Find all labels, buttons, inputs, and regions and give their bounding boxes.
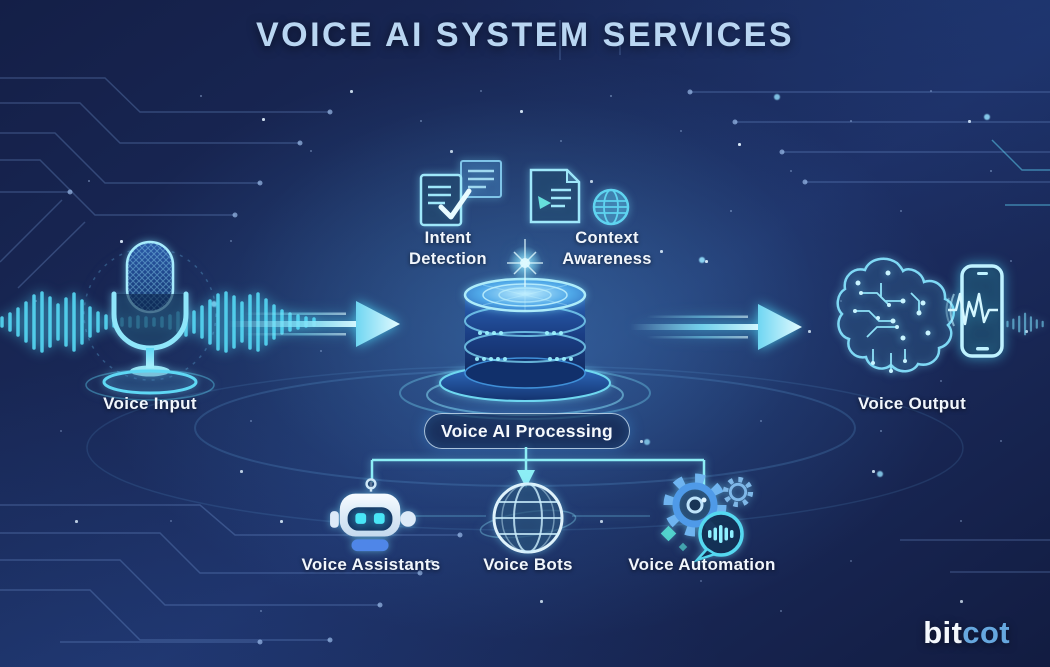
vignette-overlay	[0, 0, 1050, 667]
voice-ai-infographic: VOICE AI SYSTEM SERVICES Voice Input Int…	[0, 0, 1050, 667]
